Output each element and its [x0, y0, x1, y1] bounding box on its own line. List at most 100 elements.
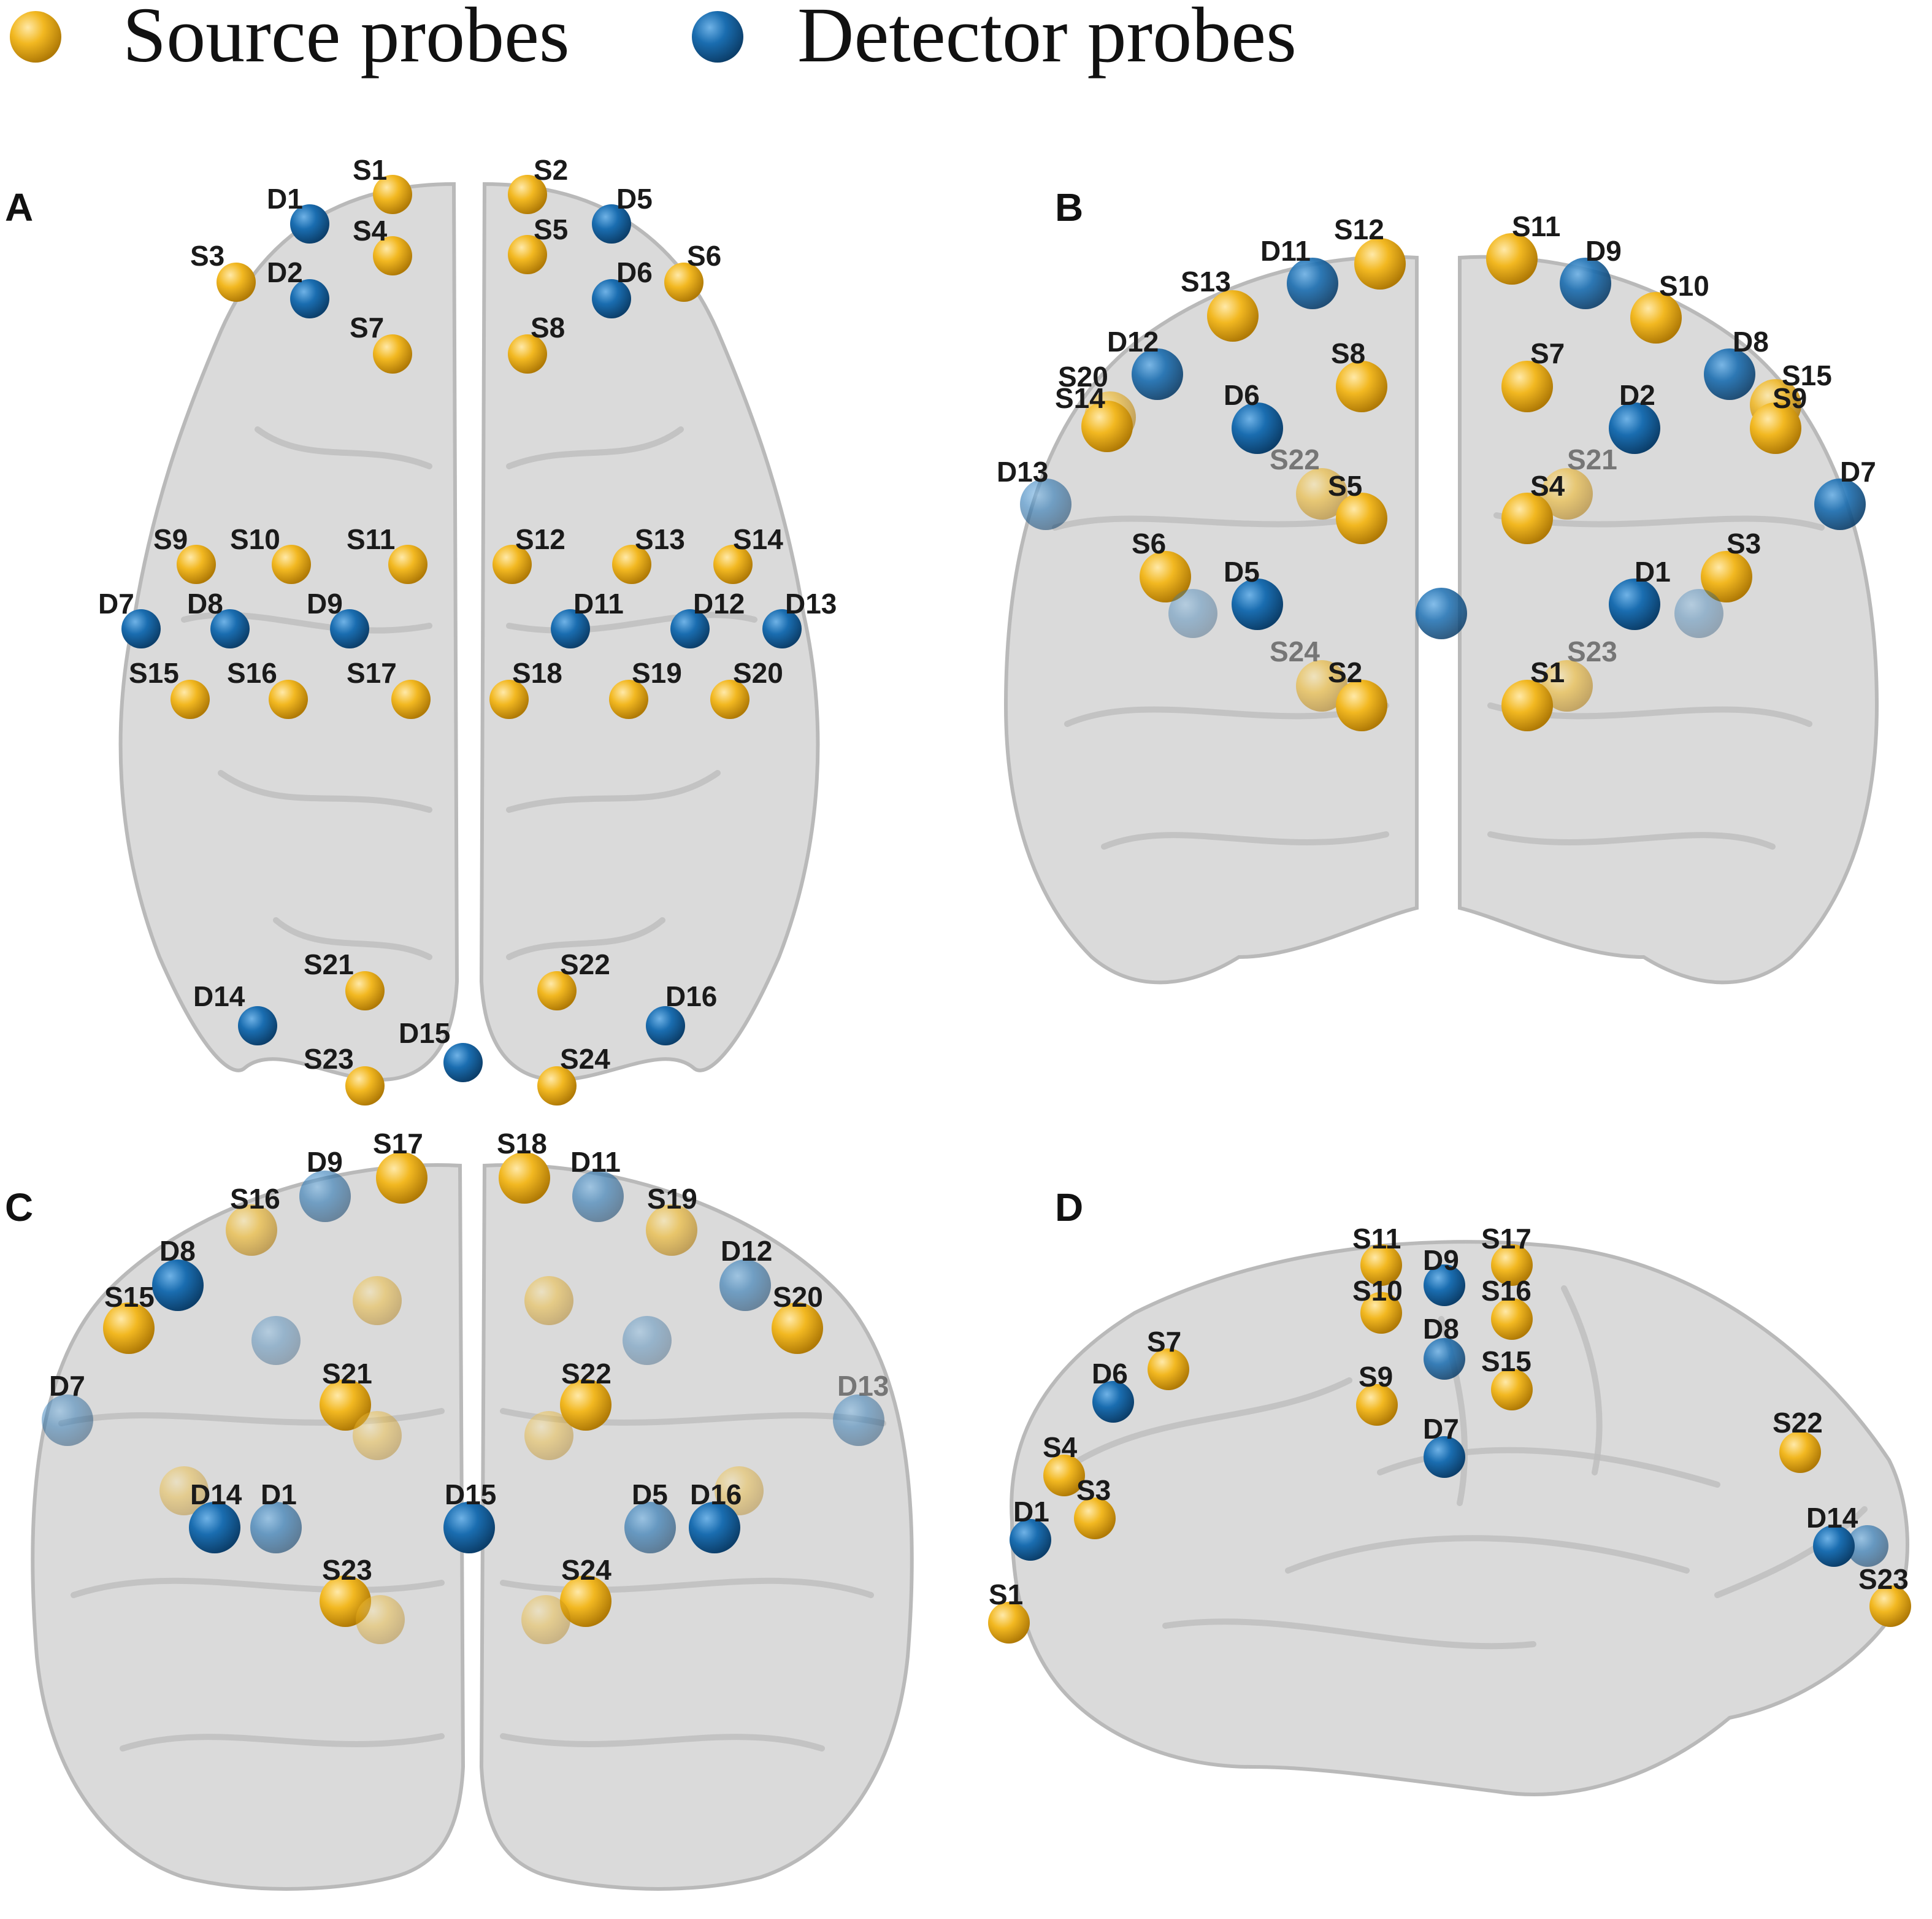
probe-label-s23: S23	[1858, 1563, 1909, 1595]
probe-label-s13: S13	[1181, 266, 1231, 298]
probe-s20	[772, 1302, 823, 1354]
panel-letter-b: B	[1055, 185, 1083, 229]
panel-a-probes: S1 S2 D1 D5 S4 S5 S3 D2 D6 S6 S7 S8 S9	[98, 154, 837, 1106]
probe-d15	[443, 1502, 495, 1553]
probe-s23	[1541, 660, 1593, 712]
probe-label-s2: S2	[1328, 656, 1362, 688]
probe-d12	[670, 609, 710, 648]
probe-s1-faint	[521, 1595, 570, 1644]
probe-d8	[152, 1259, 204, 1311]
probe-label-d9: D9	[307, 588, 343, 620]
probe-label-d11: D11	[570, 1146, 621, 1178]
probe-s3	[1074, 1498, 1116, 1539]
probe-d1	[1609, 579, 1660, 630]
probe-s9	[177, 545, 216, 584]
probe-s23	[1869, 1585, 1911, 1627]
probe-d9	[1560, 258, 1611, 309]
probe-d9	[299, 1171, 351, 1222]
probe-s6	[1140, 551, 1191, 602]
panel-a: A S1 S2 D1 D5 S4 S5 S3	[5, 154, 837, 1106]
probe-s3	[217, 263, 256, 302]
probe-label-d8: D8	[159, 1235, 196, 1267]
probe-s12-faint	[353, 1276, 402, 1325]
probe-label-s17: S17	[1481, 1223, 1531, 1255]
probe-label-d13: D13	[997, 456, 1048, 488]
probe-s5	[1336, 493, 1387, 544]
probe-label-s8: S8	[1331, 337, 1365, 369]
probe-d7	[1814, 479, 1866, 530]
probe-s7	[1501, 361, 1553, 412]
probe-label-s4: S4	[1043, 1431, 1078, 1463]
probe-d15	[443, 1043, 483, 1082]
probe-s11	[1486, 233, 1538, 285]
brain-top-view	[118, 182, 820, 1082]
probe-label-d2: D2	[267, 256, 303, 288]
panel-letter-d: D	[1055, 1185, 1083, 1229]
probe-s24	[1296, 660, 1347, 712]
probe-label-s6: S6	[1132, 528, 1166, 560]
probe-s18	[499, 1152, 550, 1204]
probe-label-s1: S1	[353, 154, 387, 186]
probe-d16	[646, 1006, 685, 1045]
probe-s13-faint	[524, 1276, 573, 1325]
legend-source-marker	[10, 11, 61, 63]
probe-d1	[1010, 1519, 1051, 1561]
probe-s15	[171, 680, 210, 719]
probe-label-d14: D14	[190, 1479, 242, 1510]
probe-d5	[592, 204, 631, 244]
probe-label-s15: S15	[104, 1281, 155, 1313]
probe-d16	[689, 1502, 740, 1553]
probe-label-s24: S24	[561, 1554, 611, 1586]
probe-d8	[210, 609, 250, 648]
probe-label-s4: S4	[1530, 470, 1565, 502]
probe-label-s23: S23	[1567, 636, 1617, 667]
probe-label-s10: S10	[1659, 270, 1709, 302]
probe-label-d1: D1	[1635, 556, 1671, 588]
probe-label-s15: S15	[1481, 1345, 1531, 1377]
probe-label-s4: S4	[353, 215, 388, 247]
probe-s11	[388, 545, 427, 584]
probe-label-s21: S21	[1567, 444, 1617, 475]
probe-label-d9: D9	[1585, 235, 1622, 267]
probe-label-s6: S6	[687, 240, 721, 272]
probe-label-s9: S9	[1359, 1361, 1393, 1393]
probe-label-d15: D15	[445, 1479, 496, 1510]
probe-d8	[1704, 348, 1755, 400]
probe-s4	[1501, 493, 1553, 544]
probe-d2	[290, 279, 329, 318]
probe-s13	[612, 545, 651, 584]
probe-label-d5: D5	[1224, 556, 1260, 588]
probe-label-d8: D8	[1423, 1313, 1459, 1345]
panel-letter-c: C	[5, 1185, 33, 1229]
probe-label-d5: D5	[616, 183, 653, 215]
probe-s12	[493, 545, 532, 584]
probe-d6	[592, 279, 631, 318]
probe-label-d1: D1	[261, 1479, 297, 1510]
probe-label-d8: D8	[1733, 326, 1769, 358]
probe-label-s14: S14	[733, 523, 783, 555]
probe-label-s20: S20	[733, 657, 783, 689]
panel-b: B S12 S11 D11 D9 S13 S10 D12	[997, 185, 1879, 985]
probe-d2	[1609, 402, 1660, 454]
probe-d7	[42, 1394, 93, 1446]
probe-s6	[664, 263, 703, 302]
brain-lateral-view	[1010, 1240, 1909, 1796]
probe-s21	[345, 971, 385, 1010]
probe-s10	[1360, 1292, 1402, 1334]
probe-label-s3: S3	[1076, 1474, 1111, 1506]
probe-d14	[1813, 1525, 1855, 1567]
probe-label-d15: D15	[399, 1017, 450, 1049]
probe-s21	[1541, 468, 1593, 520]
probe-label-s17: S17	[373, 1128, 423, 1159]
probe-s4-faint	[524, 1411, 573, 1460]
probe-s24	[537, 1066, 577, 1106]
probe-label-d7: D7	[98, 588, 134, 620]
probe-label-s19: S19	[632, 657, 682, 689]
probe-label-d1: D1	[267, 183, 303, 215]
probe-s8	[1336, 361, 1387, 412]
panel-c-probes: S17 S18 D9 D11 S16 S19 D8 D12 S15 S20 D7…	[42, 1128, 889, 1644]
probe-s17	[1491, 1244, 1533, 1286]
probe-label-s23: S23	[304, 1043, 354, 1075]
probe-s7	[373, 334, 412, 374]
